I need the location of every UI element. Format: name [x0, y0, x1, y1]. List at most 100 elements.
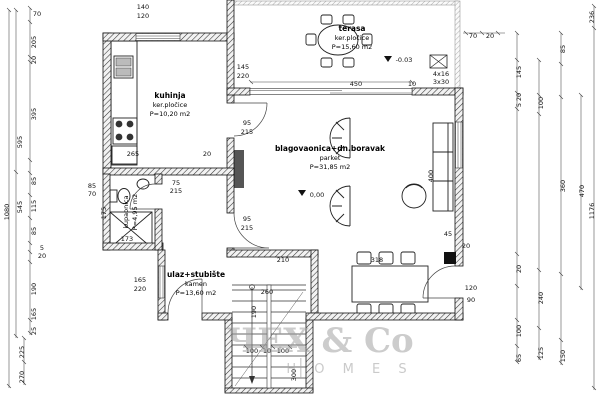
dim: 120: [465, 284, 477, 292]
wall-segment: [154, 173, 163, 185]
dim: 120: [137, 12, 149, 20]
dim: 260: [261, 288, 273, 296]
washbasin: [136, 178, 150, 190]
stair-wall: [224, 387, 314, 394]
dim: 25: [30, 327, 38, 335]
terrace-right-edge: [454, 0, 461, 90]
dim: 545: [16, 201, 24, 213]
dim: 1176: [588, 203, 596, 220]
wall-segment: [154, 208, 163, 251]
room-floor-boravak: parket: [320, 154, 341, 162]
round-table: [317, 24, 359, 56]
dim: 240: [537, 292, 545, 304]
dim: 360: [559, 180, 567, 192]
dim: 173: [121, 235, 133, 243]
dim: 20: [486, 32, 494, 40]
dim: 205: [30, 36, 38, 48]
wall-segment: [226, 137, 235, 214]
sliding-glass-door: [249, 88, 413, 95]
dim: 236: [588, 11, 596, 23]
room-floor-ulaz: kamen: [185, 280, 207, 288]
dimension-labels: 70 205 20 395 85 115 85 190 165 25 595 5…: [3, 3, 596, 383]
dim: 175: [100, 207, 108, 219]
level-ground-label: 0,00: [310, 191, 324, 199]
dim: 5: [515, 103, 523, 107]
room-name-ulaz: ulaz+stubište: [167, 270, 225, 279]
tv-unit: [234, 150, 244, 188]
armchair: [329, 185, 351, 227]
dim: 100: [277, 347, 289, 355]
toilet-tank: [109, 189, 118, 203]
annotation-labels: -0.03 0,00 4x16 3x30: [310, 56, 449, 199]
watermark-divider: [300, 358, 302, 378]
dim: 270: [18, 371, 26, 383]
stair-arrow: [249, 376, 255, 384]
dim: 265: [127, 150, 139, 158]
break-line: [234, 291, 304, 387]
watermark-brand: ЧЕХ & Co: [226, 321, 413, 361]
level-terrace-label: -0.03: [396, 56, 413, 64]
room-labels: terasa ker.pločice P=15,60 m2 kuhinja ke…: [122, 24, 386, 297]
dim: 395: [30, 108, 38, 120]
door-arc: [233, 102, 268, 137]
dim: 85: [559, 45, 567, 53]
dim: 215: [241, 224, 253, 232]
dim: 165: [30, 308, 38, 320]
wall-segment: [226, 0, 235, 104]
terrace-furniture: [305, 14, 373, 68]
dim: 165: [134, 276, 146, 284]
dim: 70: [88, 190, 96, 198]
wall-segment: [226, 87, 251, 96]
wall-segment: [305, 312, 464, 321]
room-name-kuhinja: kuhinja: [154, 91, 185, 100]
dim: 20: [515, 93, 523, 101]
wall-segment: [157, 312, 169, 321]
dim: 85: [30, 227, 38, 235]
level-marker: [298, 190, 306, 196]
dim: 70: [469, 32, 477, 40]
dim: 20: [203, 150, 211, 158]
dim: 190: [30, 283, 38, 295]
kitchen-fridge: [111, 145, 138, 165]
kitchen-fixtures: [110, 40, 138, 166]
watermark: ЧЕХ & Co H O M E S: [226, 321, 414, 378]
room-floor-kuhinja: ker.pločice: [153, 101, 188, 109]
wall-segment: [454, 87, 464, 267]
dim: 225: [18, 346, 26, 358]
wall-segment: [201, 312, 233, 321]
dim: 100: [515, 325, 523, 337]
dim: 595: [16, 136, 24, 148]
room-name-terasa: terasa: [339, 24, 366, 33]
dim: 10: [263, 347, 271, 355]
dim: 70: [33, 10, 41, 18]
dim: 220: [237, 72, 249, 80]
dim: 470: [578, 185, 586, 197]
dim: 215: [170, 187, 182, 195]
dim: 190: [250, 306, 258, 318]
dim: 125: [537, 347, 545, 359]
window: [158, 265, 165, 299]
sofa: [432, 122, 454, 212]
dim: 220: [134, 285, 146, 293]
dim: 1080: [3, 204, 11, 221]
terrace-top-edge: [233, 0, 459, 6]
dim: 65: [515, 354, 523, 362]
dim: 150: [559, 350, 567, 362]
annotation-symbols: [298, 54, 456, 264]
room-area-kupaonica: P=4,95 m2: [131, 194, 139, 230]
room-area-ulaz: P=13,60 m2: [176, 289, 217, 297]
dim: 100: [537, 97, 545, 109]
dim: 318: [371, 256, 383, 264]
dim: 100: [246, 347, 258, 355]
dim: 450: [350, 80, 362, 88]
dim: 115: [30, 200, 38, 212]
dining-furniture: [351, 251, 429, 316]
dim: 85: [88, 182, 96, 190]
level-marker: [384, 56, 392, 62]
door-arc: [233, 212, 270, 249]
door-arc: [422, 265, 456, 299]
toilet: [117, 188, 131, 204]
dim: 145: [237, 63, 249, 71]
